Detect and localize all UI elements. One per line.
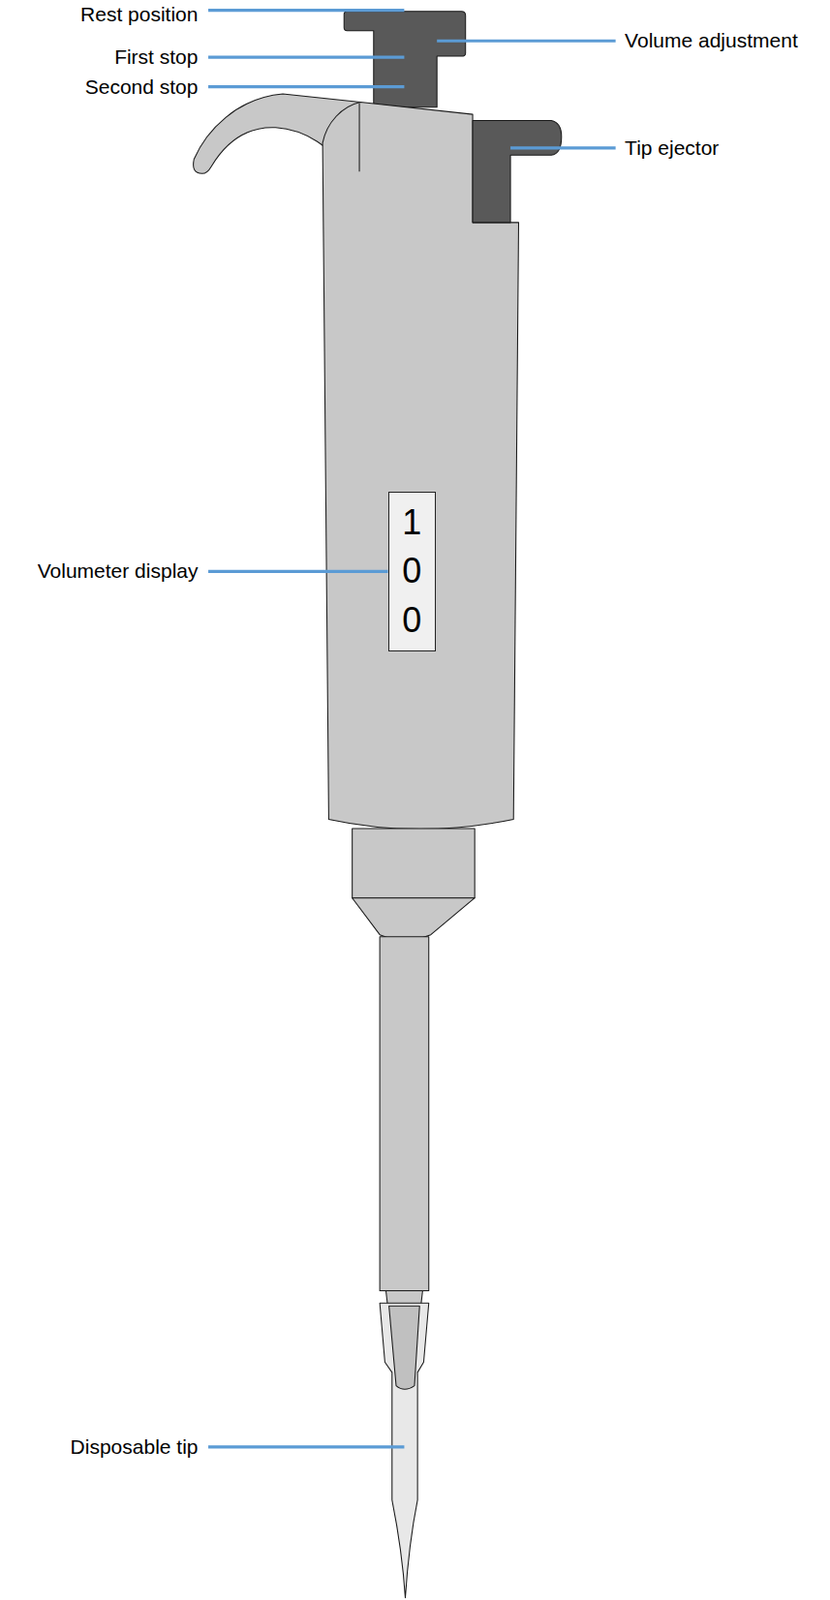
part-label: Volume adjustment [624, 29, 799, 53]
display-digits: 1 0 0 [401, 498, 422, 646]
part-label: Tip ejector [624, 136, 719, 160]
cone [352, 898, 475, 941]
leader-lines [208, 10, 616, 1448]
collar [352, 829, 475, 899]
part-label: Disposable tip [70, 1436, 199, 1460]
part-label: First stop [114, 45, 198, 69]
nozzle-end [389, 1306, 421, 1390]
plunger [343, 11, 465, 108]
shaft [379, 937, 430, 1292]
part-label: Second stop [85, 75, 199, 99]
part-label: Rest position [80, 2, 198, 27]
tip-ejector [472, 120, 562, 222]
disposable-tip [379, 1303, 430, 1599]
volumeter-display: 1 0 0 [388, 491, 437, 652]
part-label: Volumeter display [37, 559, 199, 584]
